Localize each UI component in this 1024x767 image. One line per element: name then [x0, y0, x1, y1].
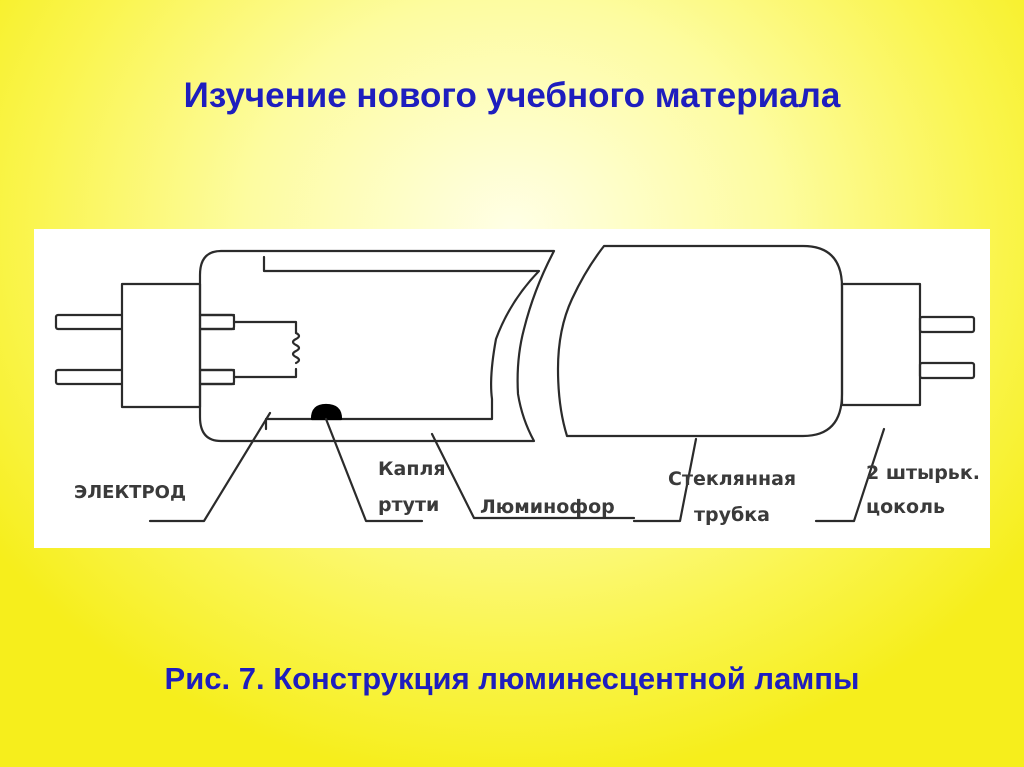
label-tube-line2: трубка — [694, 504, 770, 526]
leader-glass-tube — [632, 437, 698, 523]
label-mercury-line1: Капля — [378, 458, 446, 480]
page-title: Изучение нового учебного материала — [183, 76, 841, 115]
leader-mercury — [324, 417, 424, 523]
leader-electrode — [148, 411, 272, 523]
label-tube-line1: Стеклянная — [668, 468, 796, 490]
right-pin-bottom — [918, 361, 976, 380]
right-pin-top — [918, 315, 976, 334]
right-base — [840, 282, 922, 407]
glass-tube-left-outer — [198, 249, 556, 443]
mercury-drop-icon — [310, 403, 343, 421]
lamp-diagram-panel: ЭЛЕКТРОД Капля ртути Люминофор Стеклянна… — [34, 229, 990, 548]
figure-caption: Рис. 7. Конструкция люминесцентной лампы — [164, 661, 860, 696]
electrode-filament — [232, 320, 298, 379]
phosphor-coating — [262, 255, 541, 431]
label-base-line2: цоколь — [866, 496, 945, 518]
electrode-coil-icon — [291, 331, 301, 365]
glass-tube-right — [556, 244, 844, 438]
lamp-diagram: ЭЛЕКТРОД Капля ртути Люминофор Стеклянна… — [54, 244, 980, 526]
label-mercury-line2: ртути — [378, 494, 439, 516]
label-base-line1: 2 штырьк. — [866, 462, 980, 484]
left-base — [120, 282, 202, 409]
label-electrode: ЭЛЕКТРОД — [74, 482, 186, 503]
leader-phosphor — [430, 432, 636, 520]
leader-base — [814, 427, 886, 523]
label-phosphor: Люминофор — [480, 496, 615, 518]
